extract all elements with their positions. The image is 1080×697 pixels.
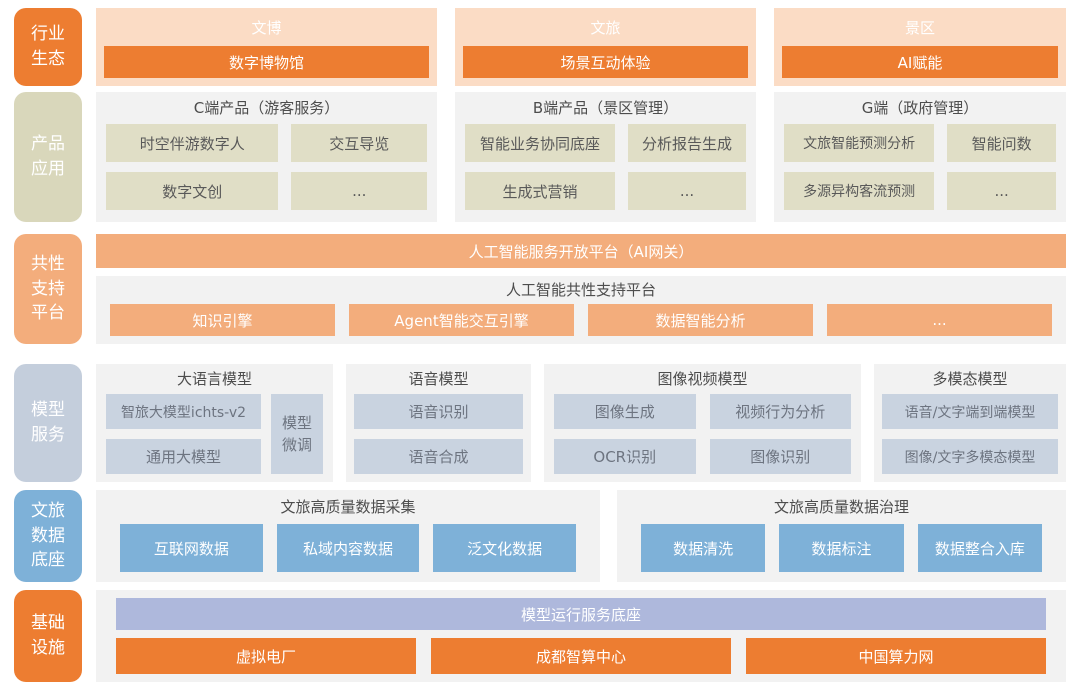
product-item: 多源异构客流预测: [784, 172, 935, 210]
model-item: 语音/文字端到端模型: [882, 394, 1058, 429]
eco-card-title: 景区: [904, 18, 935, 37]
product-item: 分析报告生成: [628, 124, 746, 162]
row-label-model-service: 模型 服务: [14, 364, 82, 482]
eco-card-wenbo: 文博 数字博物馆: [96, 8, 437, 86]
row-label-tourism-data-base: 文旅 数据 底座: [14, 490, 82, 582]
product-item: 生成式营销: [465, 172, 616, 210]
product-item-more: ...: [947, 172, 1056, 210]
platform-item: 数据智能分析: [588, 304, 813, 336]
product-item: 数字文创: [106, 172, 279, 210]
product-item-more: ...: [291, 172, 427, 210]
eco-card-item: 场景互动体验: [463, 46, 748, 78]
eco-card-wenlv: 文旅 场景互动体验: [455, 8, 756, 86]
infra-item: 成都智算中心: [431, 638, 731, 674]
model-item: 通用大模型: [106, 439, 261, 474]
product-item: 时空伴游数字人: [106, 124, 279, 162]
data-item: 数据标注: [779, 524, 904, 572]
model-item: 智旅大模型ichts-v2: [106, 394, 261, 429]
infrastructure-items: 虚拟电厂 成都智算中心 中国算力网: [116, 638, 1046, 674]
vision-models: 图像生成 视频行为分析 OCR识别 图像识别: [544, 394, 861, 482]
model-item: 图像/文字多模态模型: [882, 439, 1058, 474]
common-platform-group: 人工智能共性支持平台 知识引擎 Agent智能交互引擎 数据智能分析 ...: [96, 276, 1066, 344]
model-runtime-banner: 模型运行服务底座: [116, 598, 1046, 630]
speech-models: 语音识别 语音合成: [346, 394, 531, 482]
product-item: 智能问数: [947, 124, 1056, 162]
product-item: 智能业务协同底座: [465, 124, 616, 162]
model-item: 图像识别: [709, 439, 851, 474]
eco-card-item: AI赋能: [782, 46, 1058, 78]
product-group-b: B端产品（景区管理） 智能业务协同底座 分析报告生成 生成式营销 ...: [455, 92, 756, 222]
group-title: 大语言模型: [176, 370, 252, 388]
data-item: 数据整合入库: [917, 524, 1042, 572]
product-grid: 智能业务协同底座 分析报告生成 生成式营销 ...: [455, 124, 756, 222]
llm-body: 智旅大模型ichts-v2 通用大模型 模型 微调: [96, 394, 333, 482]
group-title: G端（政府管理）: [861, 99, 979, 117]
product-grid: 文旅智能预测分析 智能问数 多源异构客流预测 ...: [774, 124, 1066, 222]
product-group-g: G端（政府管理） 文旅智能预测分析 智能问数 多源异构客流预测 ...: [774, 92, 1066, 222]
group-title: 文旅高质量数据治理: [773, 498, 909, 516]
eco-card-item: 数字博物馆: [104, 46, 429, 78]
row-product-application: C端产品（游客服务） 时空伴游数字人 交互导览 数字文创 ... B端产品（景区…: [96, 92, 1066, 222]
model-item: 语音合成: [354, 439, 523, 474]
data-item: 互联网数据: [120, 524, 263, 572]
row-tourism-data-base: 文旅高质量数据采集 互联网数据 私域内容数据 泛文化数据 文旅高质量数据治理 数…: [96, 490, 1066, 582]
group-title: 图像视频模型: [657, 370, 748, 388]
group-title: 人工智能共性支持平台: [505, 281, 656, 299]
data-collection-items: 互联网数据 私域内容数据 泛文化数据: [96, 524, 600, 582]
group-title: B端产品（景区管理）: [532, 99, 679, 117]
model-group-llm: 大语言模型 智旅大模型ichts-v2 通用大模型 模型 微调: [96, 364, 333, 482]
group-title: 文旅高质量数据采集: [280, 498, 416, 516]
platform-item-more: ...: [827, 304, 1052, 336]
eco-card-title: 文博: [251, 18, 282, 37]
row-label-industry-ecosystem: 行业 生态: [14, 8, 82, 86]
model-finetune-item: 模型 微调: [271, 394, 323, 474]
infra-item: 中国算力网: [746, 638, 1046, 674]
llm-models: 智旅大模型ichts-v2 通用大模型: [106, 394, 261, 474]
model-group-vision: 图像视频模型 图像生成 视频行为分析 OCR识别 图像识别: [544, 364, 861, 482]
product-item: 文旅智能预测分析: [784, 124, 935, 162]
ai-gateway-banner: 人工智能服务开放平台（AI网关）: [96, 234, 1066, 268]
row-label-common-support-platform: 共性 支持 平台: [14, 234, 82, 344]
model-item: 视频行为分析: [709, 394, 851, 429]
model-item: 语音识别: [354, 394, 523, 429]
eco-card-title: 文旅: [590, 18, 621, 37]
row-model-service: 大语言模型 智旅大模型ichts-v2 通用大模型 模型 微调 语音模型 语音识…: [96, 364, 1066, 482]
data-item: 私域内容数据: [276, 524, 420, 572]
row-label-product-application: 产品 应用: [14, 92, 82, 222]
group-title: 多模态模型: [932, 370, 1008, 388]
model-group-speech: 语音模型 语音识别 语音合成: [346, 364, 531, 482]
data-item: 泛文化数据: [433, 524, 577, 572]
row-infrastructure: 模型运行服务底座 虚拟电厂 成都智算中心 中国算力网: [96, 590, 1066, 682]
multimodal-models: 语音/文字端到端模型 图像/文字多模态模型: [874, 394, 1066, 482]
data-governance-items: 数据清洗 数据标注 数据整合入库: [617, 524, 1066, 582]
group-title: C端产品（游客服务）: [193, 99, 340, 117]
data-group-governance: 文旅高质量数据治理 数据清洗 数据标注 数据整合入库: [617, 490, 1066, 582]
product-grid: 时空伴游数字人 交互导览 数字文创 ...: [96, 124, 437, 222]
infra-item: 虚拟电厂: [116, 638, 416, 674]
row-industry-ecosystem: 文博 数字博物馆 文旅 场景互动体验 景区 AI赋能: [96, 8, 1066, 86]
row-common-support-platform: 人工智能服务开放平台（AI网关） 人工智能共性支持平台 知识引擎 Agent智能…: [96, 234, 1066, 344]
product-group-c: C端产品（游客服务） 时空伴游数字人 交互导览 数字文创 ...: [96, 92, 437, 222]
common-platform-items: 知识引擎 Agent智能交互引擎 数据智能分析 ...: [96, 304, 1066, 344]
group-title: 语音模型: [408, 370, 469, 388]
platform-item: 知识引擎: [110, 304, 335, 336]
platform-item: Agent智能交互引擎: [349, 304, 574, 336]
model-item: OCR识别: [554, 439, 696, 474]
data-item: 数据清洗: [641, 524, 766, 572]
data-group-collection: 文旅高质量数据采集 互联网数据 私域内容数据 泛文化数据: [96, 490, 600, 582]
product-item: 交互导览: [291, 124, 427, 162]
eco-card-jingqu: 景区 AI赋能: [774, 8, 1066, 86]
model-item: 图像生成: [554, 394, 696, 429]
model-group-multimodal: 多模态模型 语音/文字端到端模型 图像/文字多模态模型: [874, 364, 1066, 482]
product-item-more: ...: [628, 172, 746, 210]
row-label-infrastructure: 基础 设施: [14, 590, 82, 682]
